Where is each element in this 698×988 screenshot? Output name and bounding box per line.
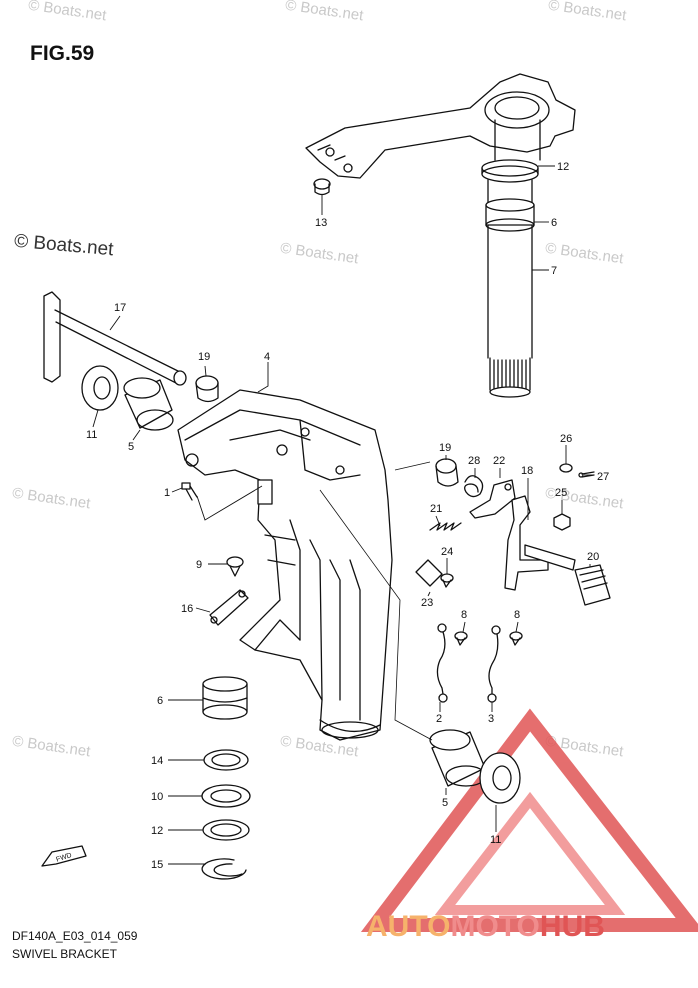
- bushing-part: [123, 377, 174, 431]
- callout-8-left: 8: [461, 609, 467, 621]
- washer-part: [202, 819, 250, 841]
- bushing-part: [435, 458, 459, 487]
- callout-5-bottom: 5: [442, 797, 448, 809]
- logo-part-hub: HUB: [539, 910, 605, 943]
- callout-3: 3: [488, 713, 494, 725]
- fwd-label: FWD: [55, 852, 72, 864]
- swivel-shaft-part: [481, 159, 539, 398]
- tilt-lever-part: [469, 479, 516, 519]
- nut-part: [553, 513, 571, 531]
- callout-28: 28: [468, 455, 480, 467]
- bushing-part: [429, 729, 487, 787]
- callout-6-top: 6: [551, 217, 557, 229]
- bushing-part: [202, 676, 248, 720]
- fwd-arrow-icon: [41, 845, 87, 867]
- callout-12-bottom: 12: [151, 825, 163, 837]
- figure-title: FIG.59: [30, 42, 95, 65]
- callout-11-bottom: 11: [490, 834, 501, 846]
- logo-wordmark: AUTOMOTOHUB: [366, 910, 605, 944]
- snap-ring-part: [559, 463, 573, 473]
- clip-plate-part: [415, 559, 443, 587]
- bolt-part: [226, 556, 244, 577]
- bushing-part: [195, 375, 219, 403]
- logo-triangle: [360, 708, 698, 932]
- callout-20: 20: [587, 551, 599, 563]
- washer-part: [81, 365, 119, 411]
- callout-15: 15: [151, 859, 163, 871]
- callout-1: 1: [164, 487, 170, 499]
- logo-part-moto: MOTO: [450, 910, 540, 943]
- callout-19-left: 19: [198, 351, 210, 363]
- callout-12-top: 12: [557, 161, 569, 173]
- callout-27: 27: [597, 471, 609, 483]
- callout-26: 26: [560, 433, 572, 445]
- washer-part: [203, 749, 249, 771]
- washer-part: [201, 784, 251, 808]
- washer-part: [479, 752, 521, 804]
- callout-18: 18: [521, 465, 533, 477]
- callout-9: 9: [196, 559, 202, 571]
- logo-part-auto: AUTO: [366, 910, 451, 943]
- tilt-lock-lever-part: [504, 495, 576, 591]
- spring-part: [464, 475, 484, 498]
- bolt-part: [313, 178, 331, 196]
- figure-code: DF140A_E03_014_059: [12, 929, 138, 943]
- retainer-plate-part: [209, 589, 249, 626]
- callout-17: 17: [114, 302, 126, 314]
- callout-24: 24: [441, 546, 453, 558]
- bolt-part: [509, 631, 523, 646]
- bolt-part: [440, 573, 454, 588]
- callout-11-left: 11: [86, 429, 97, 441]
- cap-part: [574, 564, 611, 606]
- callout-6-bottom: 6: [157, 695, 163, 707]
- leader-lines: [92, 165, 594, 865]
- callout-7: 7: [551, 265, 557, 277]
- callout-8-right: 8: [514, 609, 520, 621]
- callout-13: 13: [315, 217, 327, 229]
- bolt-part: [181, 482, 198, 501]
- callout-22: 22: [493, 455, 505, 467]
- callout-23: 23: [421, 597, 433, 609]
- bolt-part: [454, 631, 468, 646]
- callout-16: 16: [181, 603, 193, 615]
- callout-14: 14: [151, 755, 163, 767]
- ground-lead-part: [436, 623, 448, 703]
- callout-19-right: 19: [439, 442, 451, 454]
- circlip-part: [201, 858, 247, 880]
- callout-21: 21: [430, 503, 442, 515]
- pin-part: [578, 471, 595, 478]
- callout-10: 10: [151, 791, 163, 803]
- ground-lead-part: [487, 625, 501, 703]
- callout-25: 25: [555, 487, 567, 499]
- steering-arm-part: [305, 73, 576, 179]
- spring-part: [429, 522, 462, 531]
- figure-caption: SWIVEL BRACKET: [12, 947, 117, 961]
- tilt-shaft-part: [43, 291, 187, 386]
- swivel-bracket-part: [177, 389, 393, 741]
- callout-5-left: 5: [128, 441, 134, 453]
- callout-2: 2: [436, 713, 442, 725]
- callout-4: 4: [264, 351, 270, 363]
- callout-labels: 12 13 6 7 17 19 4 11 5 1 19 28 22 26 18 …: [86, 161, 609, 871]
